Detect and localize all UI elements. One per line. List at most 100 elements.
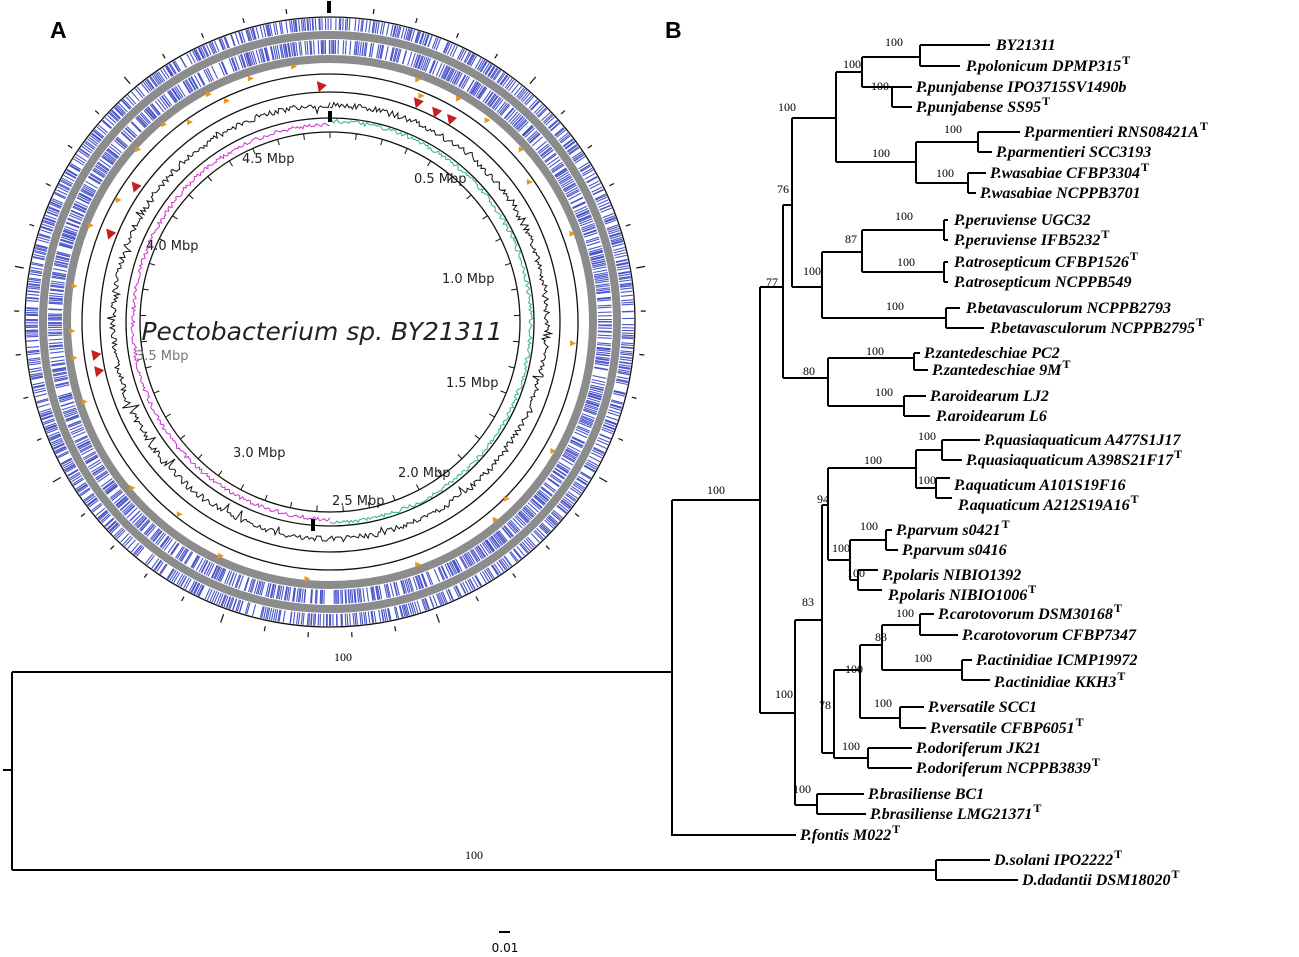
gc-skew-positive-trace (329, 118, 534, 525)
tree-taxon-aroi2: P.aroidearum L6 (935, 408, 1047, 425)
gc-content-ring-border (99, 91, 561, 553)
bootstrap-n24: 100 (847, 566, 865, 580)
rrna-marker (176, 511, 183, 518)
taxon-name: P.versatile SCC1 (927, 699, 1037, 716)
genome-title: Pectobacterium sp. BY21311 (141, 317, 502, 346)
tree-taxon-atro2: P.atrosepticum NCPPB549 (953, 274, 1132, 291)
taxon-name: P.brasiliense BC1 (867, 786, 984, 803)
mbp-label: 1.5 Mbp (446, 376, 499, 391)
rrna-marker (187, 119, 194, 126)
mbp-label: 1.0 Mbp (442, 272, 495, 287)
tree-taxon-peru1: P.peruviense UGC32 (953, 212, 1091, 229)
rna-markers (69, 63, 577, 583)
taxon-name: P.polonicum DPMP315 (965, 58, 1121, 75)
taxon-name: P.zantedeschiae 9M (931, 362, 1062, 379)
bootstrap-n25: 83 (802, 595, 814, 609)
tree-taxon-beta1: P.betavasculorum NCPPB2793 (965, 300, 1171, 317)
rrna-marker (492, 516, 499, 523)
bootstrap-n4: 100 (778, 100, 796, 114)
taxon-name: P.aroidearum LJ2 (929, 388, 1049, 405)
type-strain-superscript: T (1042, 94, 1050, 108)
tree-taxon-parv2: P.parvum s0416 (901, 542, 1007, 559)
bootstrap-n31: 78 (819, 698, 831, 712)
bootstrap-n5: 100 (944, 122, 962, 136)
bootstrap-n37: 100 (465, 848, 483, 862)
rrna-marker (456, 95, 462, 102)
type-strain-superscript: T (1114, 601, 1122, 615)
bootstrap-n2: 100 (843, 57, 861, 71)
bootstrap-n12: 100 (897, 255, 915, 269)
rrna-marker (570, 340, 577, 347)
type-strain-superscript: T (1141, 160, 1149, 174)
trna-marker (447, 113, 458, 125)
taxon-name: P.polaris NIBIO1392 (881, 567, 1021, 584)
gc-skew-negative-trace (130, 122, 331, 522)
taxon-name: P.atrosepticum CFBP1526 (953, 254, 1129, 271)
rrna-marker (115, 197, 122, 203)
rrna-marker (569, 230, 576, 237)
rrna-marker (291, 63, 298, 70)
bootstrap-n32: 100 (842, 739, 860, 753)
mbp-label: 3.0 Mbp (233, 446, 286, 461)
taxon-name: P.carotovorum DSM30168 (937, 606, 1113, 623)
trna-marker (316, 81, 327, 93)
tree-taxon-punj1: P.punjabense IPO3715SV1490b (915, 79, 1126, 96)
terminus-marker (311, 519, 315, 531)
mbp-label: 4.0 Mbp (146, 239, 199, 254)
mbp-label: 2.5 Mbp (332, 494, 385, 509)
type-strain-superscript: T (1130, 249, 1138, 263)
rrna-marker (484, 117, 491, 124)
taxon-name: P.odoriferum JK21 (915, 740, 1041, 757)
rrna-marker (304, 576, 311, 583)
rrna-marker (161, 121, 168, 128)
rrna-marker (71, 354, 78, 361)
rrna-marker (223, 97, 230, 104)
cds-ticks (25, 17, 635, 627)
taxon-name: P.polaris NIBIO1006 (887, 587, 1027, 604)
tree-taxon-by21311: BY21311 (995, 37, 1056, 54)
phylogenetic-tree-branches (3, 44, 1020, 881)
type-strain-superscript: T (1028, 582, 1036, 596)
bootstrap-n36: 100 (334, 650, 352, 664)
cds-forward-ring (25, 17, 635, 627)
bootstrap-n18: 100 (918, 429, 936, 443)
bootstrap-n27: 100 (896, 606, 914, 620)
type-strain-superscript: T (1114, 847, 1122, 861)
rrna-marker (71, 283, 78, 290)
tree-taxon-bras1: P.brasiliense BC1 (867, 786, 984, 803)
bootstrap-n9: 100 (895, 209, 913, 223)
scale-bar: 0.01 (492, 931, 518, 955)
outer-border-ring (24, 16, 636, 628)
bootstrap-n3: 100 (871, 79, 889, 93)
cds-reverse-ring (47, 39, 613, 605)
bootstrap-n20: 100 (918, 473, 936, 487)
bootstrap-n33: 100 (775, 687, 793, 701)
rrna-marker (550, 448, 557, 454)
mbp-label: 3.5 Mbp (136, 349, 189, 364)
trna-marker (106, 228, 117, 240)
bootstrap-n34: 100 (793, 782, 811, 796)
tree-taxon-parm2: P.parmentieri SCC3193 (995, 144, 1151, 161)
type-strain-superscript: T (892, 822, 900, 836)
bootstrap-values: 1001001001001001001007610010087100100771… (334, 35, 962, 862)
bootstrap-n1: 100 (885, 35, 903, 49)
type-strain-superscript: T (1174, 447, 1182, 461)
bootstrap-n35: 100 (707, 483, 725, 497)
tree-taxon-odor1: P.odoriferum JK21 (915, 740, 1041, 757)
trna-marker (131, 181, 142, 193)
rrna-marker (205, 91, 212, 98)
